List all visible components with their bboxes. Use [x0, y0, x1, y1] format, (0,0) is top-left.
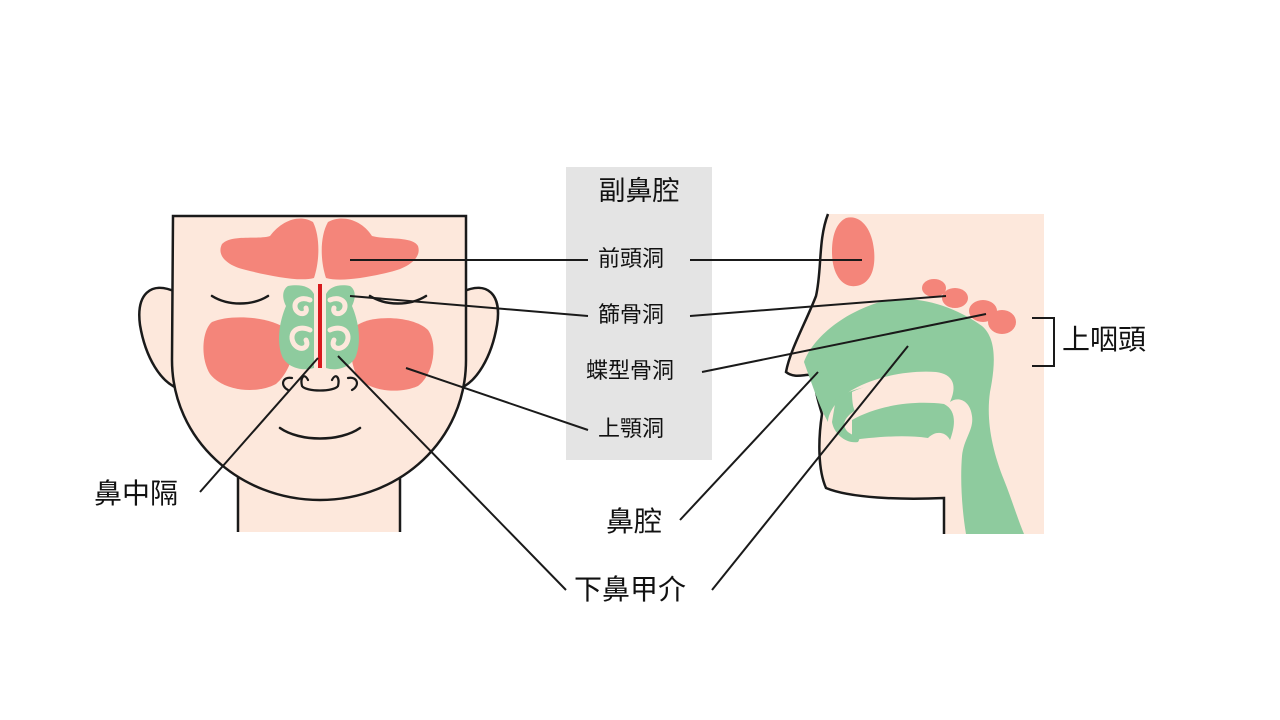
leader-ethmoid-right: [689, 295, 947, 317]
label-maxillary-sinus: 上顎洞: [598, 417, 665, 442]
leader-septum: [199, 357, 319, 493]
frontal-sinus-right: [321, 218, 419, 280]
nasopharynx-bracket: [1032, 317, 1055, 367]
front-face-view: [138, 214, 500, 532]
side-profile-view: [784, 213, 1044, 534]
leader-ethmoid-left: [349, 295, 589, 317]
label-sphenoid-sinus: 蝶型骨洞: [586, 359, 675, 384]
frontal-sinus-side: [832, 217, 875, 287]
leader-turbinate-side: [711, 345, 909, 591]
label-nasal-cavity: 鼻腔: [606, 505, 663, 538]
ethmoid-sinus-side-1: [922, 279, 946, 297]
leader-sphenoid-right: [701, 313, 987, 373]
turbinate-left-upper: [292, 296, 313, 317]
label-nasopharynx: 上咽頭: [1062, 323, 1147, 356]
label-nasal-septum: 鼻中隔: [94, 477, 179, 510]
leader-turbinate-front: [337, 355, 567, 591]
sphenoid-sinus-side-2: [988, 310, 1016, 334]
nostrils: [282, 375, 358, 392]
maxillary-sinus-left: [203, 317, 294, 390]
turbinate-left-lower: [289, 325, 313, 351]
label-ethmoid-sinus: 篩骨洞: [598, 303, 665, 328]
label-frontal-sinus: 前頭洞: [598, 247, 665, 272]
nasal-airway-side: [804, 299, 1024, 534]
left-eye: [210, 294, 270, 305]
oral-cavity-green: [852, 402, 954, 440]
leader-nasal-cavity: [679, 371, 819, 521]
sinus-panel-bg: [566, 167, 712, 460]
leader-maxillary-left: [405, 367, 589, 431]
turbinate-right-lower: [327, 325, 351, 351]
turbinate-right-upper: [327, 296, 348, 317]
maxillary-sinus-right: [350, 318, 434, 391]
ethmoid-sinus-side-2: [942, 288, 968, 308]
sinus-panel-title: 副鼻腔: [598, 176, 680, 207]
palate-gap: [852, 380, 950, 416]
label-inferior-turbinate: 下鼻甲介: [574, 573, 687, 606]
frontal-sinus-left: [220, 218, 319, 280]
leader-lines: [199, 259, 1055, 591]
mouth: [278, 426, 362, 440]
